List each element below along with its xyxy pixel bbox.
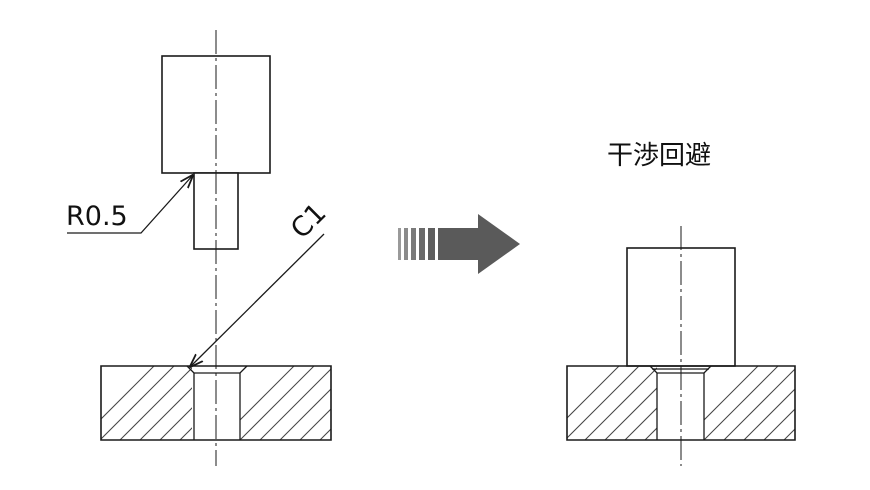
after-assembly: 干渉回避 — [566, 141, 796, 466]
before-assembly: R0.5 C1 — [66, 30, 332, 466]
right-plate-hatch-a — [567, 366, 657, 440]
chamfer-label: C1 — [285, 198, 332, 245]
left-base-plate — [100, 365, 332, 441]
fillet-label: R0.5 — [66, 201, 128, 232]
right-plate-hatch-b — [704, 366, 795, 440]
right-base-plate — [566, 365, 796, 441]
result-title: 干渉回避 — [607, 141, 711, 171]
left-plate-hatch-a — [101, 366, 192, 440]
fillet-dimension: R0.5 — [66, 175, 193, 234]
right-arrow-icon — [398, 214, 520, 274]
left-plate-hatch-b — [240, 366, 331, 440]
